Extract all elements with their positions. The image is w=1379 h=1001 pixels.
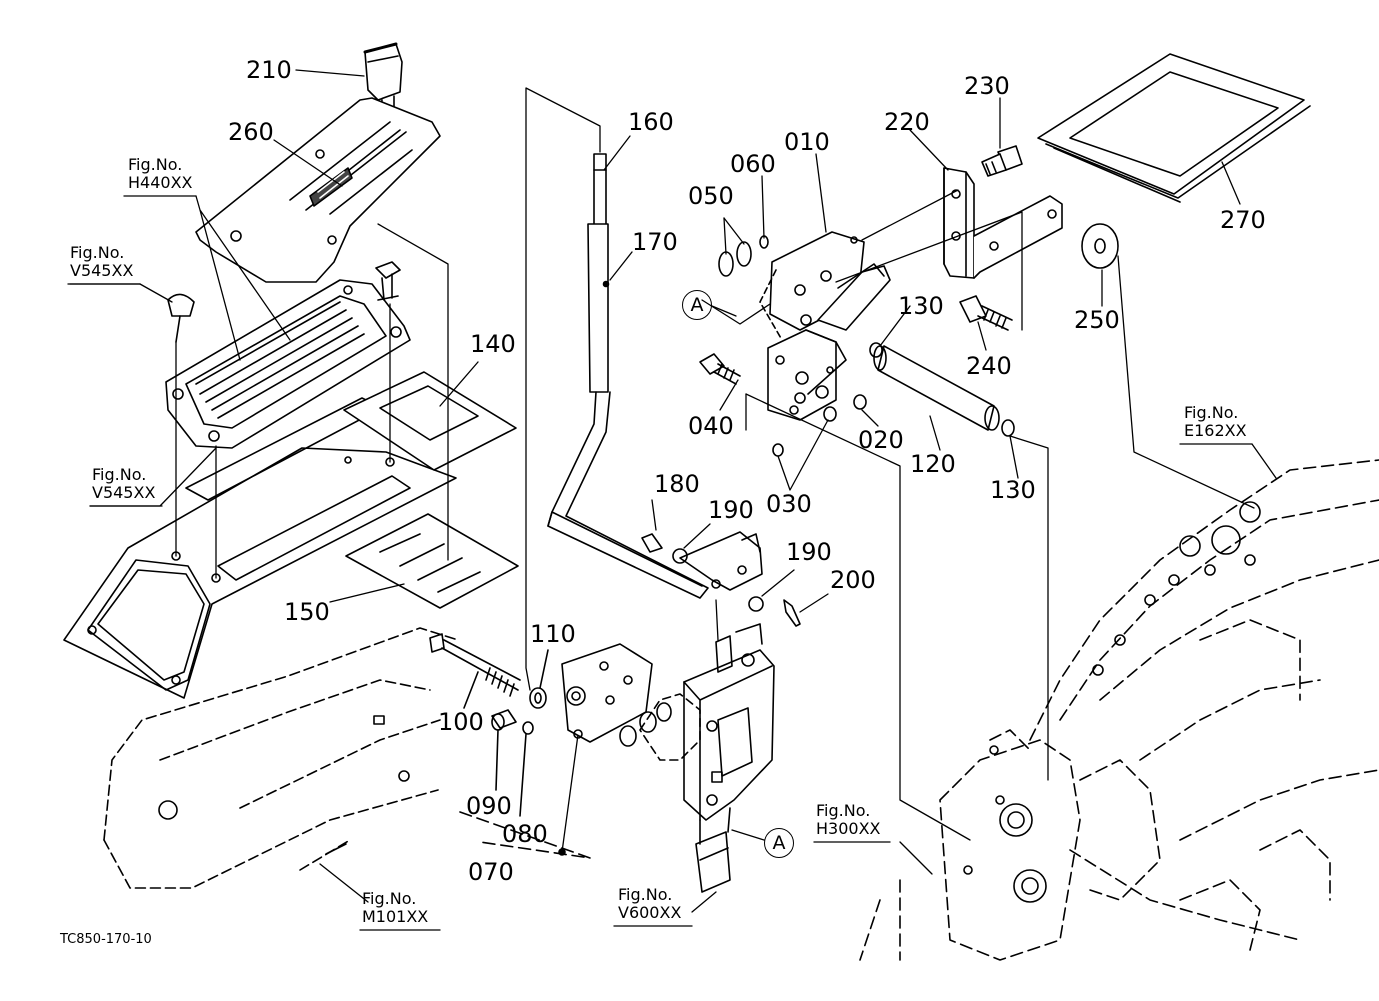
- leader-m101: [320, 864, 368, 902]
- part-label-080: 080: [502, 820, 548, 848]
- figure-ref-prefix: Fig.No.: [618, 885, 673, 904]
- leader-h300: [900, 842, 932, 874]
- push-pin: [168, 294, 194, 342]
- part-label-170: 170: [632, 228, 678, 256]
- figure-ref-h440: Fig.No. H440XX: [128, 155, 193, 193]
- part-label-050: 050: [688, 182, 734, 210]
- pump-ports: [964, 746, 1046, 902]
- transmission-housing: [860, 460, 1379, 960]
- figure-ref-code: V545XX: [92, 483, 156, 503]
- control-valve: [684, 624, 774, 892]
- part-label-230: 230: [964, 72, 1010, 100]
- floor-plate: [64, 398, 456, 698]
- gasket-frame: [166, 280, 410, 448]
- figure-ref-prefix: Fig.No.: [128, 155, 183, 174]
- part-label-040: 040: [688, 412, 734, 440]
- part-label-260: 260: [228, 118, 274, 146]
- block-010: [768, 232, 890, 420]
- part-label-190-b: 190: [786, 538, 832, 566]
- figure-ref-m101: Fig.No. M101XX: [362, 889, 429, 927]
- figure-ref-prefix: Fig.No.: [1184, 403, 1239, 422]
- part-label-190-a: 190: [708, 496, 754, 524]
- leader-lines-right: [702, 98, 1254, 840]
- block-010-dashed: [760, 270, 782, 340]
- figure-ref-v545-mid: Fig.No. V545XX: [92, 465, 156, 503]
- part-label-240: 240: [966, 352, 1012, 380]
- figure-ref-e162: Fig.No. E162XX: [1184, 403, 1247, 441]
- figure-ref-code: M101XX: [362, 907, 429, 927]
- leader-lever-outline: [526, 88, 600, 690]
- part-label-160: 160: [628, 108, 674, 136]
- figure-ref-h300: Fig.No. H300XX: [816, 801, 881, 839]
- figure-ref-code: E162XX: [1184, 421, 1247, 441]
- figure-ref-prefix: Fig.No.: [70, 243, 125, 262]
- plate-150: [346, 514, 518, 608]
- housing-bosses: [1093, 502, 1260, 675]
- part-label-140: 140: [470, 330, 516, 358]
- figure-ref-code: V600XX: [618, 903, 682, 923]
- figure-ref-prefix: Fig.No.: [92, 465, 147, 484]
- pump-housing-h300: [940, 730, 1160, 960]
- figure-ref-prefix: Fig.No.: [816, 801, 871, 820]
- bracket-070: [460, 812, 590, 858]
- part-label-220: 220: [884, 108, 930, 136]
- part-label-060: 060: [730, 150, 776, 178]
- leader-070: [562, 720, 580, 852]
- valve-orings: [620, 703, 671, 746]
- part-label-130-b: 130: [990, 476, 1036, 504]
- adapter-block: [562, 644, 652, 742]
- figure-ref-prefix: Fig.No.: [362, 889, 417, 908]
- bolt-100: [430, 634, 520, 708]
- part-label-270: 270: [1220, 206, 1266, 234]
- part-label-020: 020: [858, 426, 904, 454]
- gasket-bolt: [376, 262, 400, 300]
- pipe-120: [874, 346, 999, 430]
- valve-dashed: [640, 694, 700, 760]
- part-label-100: 100: [438, 708, 484, 736]
- callout-a-bottom: A: [764, 828, 794, 858]
- part-label-250: 250: [1074, 306, 1120, 334]
- washer-250: [1082, 224, 1118, 268]
- housing-m101: [104, 628, 458, 888]
- figure-ref-v545-top: Fig.No. V545XX: [70, 243, 134, 281]
- plate-140: [344, 372, 516, 470]
- cotter-pin-200: [784, 600, 800, 626]
- leader-callout-a-top: [712, 306, 736, 316]
- manual-270: [1038, 54, 1310, 202]
- part-label-070: 070: [468, 858, 514, 886]
- figure-ref-code: H440XX: [128, 173, 193, 193]
- part-label-180: 180: [654, 470, 700, 498]
- part-label-120: 120: [910, 450, 956, 478]
- bracket-220: [944, 168, 1062, 278]
- part-label-130-a: 130: [898, 292, 944, 320]
- upper-cover-plate: [196, 98, 440, 282]
- figure-ref-code: V545XX: [70, 261, 134, 281]
- housing-m101-solid: [159, 716, 409, 854]
- oring-080: [520, 722, 533, 816]
- part-label-010: 010: [784, 128, 830, 156]
- part-label-200: 200: [830, 566, 876, 594]
- part-label-150: 150: [284, 598, 330, 626]
- part-label-210: 210: [246, 56, 292, 84]
- link-bracket: [642, 532, 763, 611]
- leader-lines-mid: [604, 136, 828, 640]
- bolt-240: [960, 296, 1012, 330]
- bolt-040: [700, 354, 740, 384]
- part-label-030: 030: [766, 490, 812, 518]
- leader-v600: [692, 892, 716, 912]
- leader-callout-a-bottom: [732, 830, 764, 840]
- bolt-230: [982, 146, 1022, 176]
- part-label-110: 110: [530, 620, 576, 648]
- plug-090: [492, 710, 516, 790]
- part-label-090: 090: [466, 792, 512, 820]
- callout-a-top: A: [682, 290, 712, 320]
- washer-110: [530, 650, 548, 708]
- lever-rod-160: [548, 154, 708, 598]
- figure-ref-v600: Fig.No. V600XX: [618, 885, 682, 923]
- figure-ref-code: H300XX: [816, 819, 881, 839]
- drawing-code: TC850-170-10: [60, 932, 152, 947]
- leader-e162: [1252, 444, 1276, 478]
